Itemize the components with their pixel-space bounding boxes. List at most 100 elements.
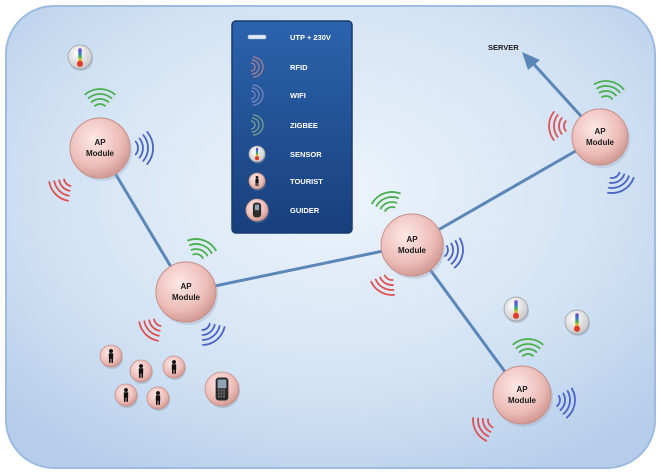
tourist-head [156, 391, 160, 396]
zigbee-signal-arc [609, 171, 621, 179]
wifi-signal-arc [84, 88, 116, 96]
tourists [99, 344, 186, 411]
rfid-signal-arc [548, 111, 555, 141]
wifi-signal-arc [512, 338, 544, 346]
zigbee-signal [444, 237, 464, 269]
zigbee-signal [201, 322, 226, 346]
rfid-signal [370, 274, 395, 296]
wifi-signal-arc [598, 90, 617, 97]
zigbee-signal [556, 387, 576, 419]
zigbee-signal-arc [146, 131, 154, 165]
tourist-person-icon [146, 386, 170, 411]
legend-item: WIFI [250, 84, 306, 106]
tourist-leg [156, 400, 158, 405]
rfid-signal-arc [379, 276, 394, 286]
tourist-leg [126, 397, 128, 402]
zigbee-signal-arc [450, 240, 459, 265]
tourist-body [171, 364, 177, 370]
tourist-head [124, 388, 128, 393]
rfid-signal-arc [558, 117, 563, 135]
guider-phone-icon [204, 371, 240, 408]
phone-screen [217, 379, 227, 389]
zigbee-signal-arc [447, 242, 454, 261]
wifi-signal-arc [518, 348, 538, 353]
legend-item: SENSOR [248, 145, 322, 164]
sensors [67, 44, 590, 336]
utp-cable-icon [247, 34, 267, 40]
sensor-thermometer-icon [503, 296, 529, 323]
tourist-leg [257, 182, 259, 186]
rfid-signal-arc [472, 417, 488, 442]
thermometer-bulb [254, 156, 260, 161]
wifi-signal [84, 88, 116, 107]
wifi-signal-arc [515, 343, 541, 350]
legend-signal-arc [251, 87, 260, 103]
ap-label-line2: Module [508, 396, 537, 405]
zigbee-signal-arc [201, 323, 216, 336]
signal-arcs [48, 80, 635, 442]
rfid-signal-arc [148, 319, 161, 332]
legend-label: GUIDER [290, 206, 320, 215]
tourist-leg [158, 400, 160, 405]
tourist-head [109, 349, 113, 354]
tourist-leg [109, 358, 111, 363]
wifi-signal-arc [187, 238, 217, 252]
wifi-signal-icon [250, 84, 264, 106]
legend-item: TOURIST [248, 172, 323, 191]
thermometer-stem [575, 313, 579, 329]
wifi-signal-arc [375, 196, 400, 207]
wifi-signal-arc [596, 85, 621, 94]
legend-item: UTP + 230V [247, 33, 331, 42]
zigbee-signal-arc [453, 237, 464, 269]
rfid-signal-arc [63, 178, 72, 187]
wifi-signal-arc [94, 103, 106, 107]
wifi-signal-arc [190, 248, 209, 257]
wifi-signal-arc [371, 191, 401, 205]
tourist-person-icon [129, 359, 153, 384]
rfid-signal-arc [482, 418, 492, 433]
tourist-leg [141, 373, 143, 378]
zigbee-signal-arc [608, 173, 626, 184]
rfid-signal-arc [53, 180, 70, 197]
wifi-signal-arc [188, 243, 213, 254]
node-circle [380, 213, 444, 277]
rfid-signal [548, 111, 567, 141]
ap-label-line2: Module [86, 149, 115, 158]
phone-screen [254, 204, 260, 211]
phone-key [220, 389, 223, 392]
ap-label-line1: AP [94, 138, 106, 147]
phone-key [220, 395, 223, 398]
zigbee-signal [607, 171, 635, 194]
legend-label: WIFI [290, 91, 306, 100]
zigbee-signal-arc [562, 390, 571, 415]
legend-signal-arc [251, 117, 260, 133]
phone-key [218, 389, 220, 392]
rfid-signal-arc [374, 278, 395, 291]
tourist-person-icon [99, 344, 123, 369]
guider-phone-icon [245, 198, 269, 223]
legend-signal-arc [250, 90, 256, 100]
rfid-signal-arc [563, 120, 567, 132]
sensor-thermometer-icon [67, 44, 93, 71]
node-circle [571, 108, 629, 166]
wifi-signal [371, 191, 401, 212]
legend-label: ZIGBEE [290, 121, 318, 130]
legend-item: RFID [250, 56, 308, 78]
wifi-signal-arc [192, 253, 204, 259]
wifi-signal [187, 238, 217, 259]
tourist-person-icon [248, 172, 266, 191]
legend-item: ZIGBEE [250, 114, 318, 136]
thermometer-stem [514, 300, 518, 316]
legend-signal-arc [252, 84, 264, 106]
tourist-leg [174, 369, 176, 374]
rfid-signal-arc [370, 280, 395, 296]
phone-key [220, 392, 223, 395]
wifi-signal-arc [601, 95, 613, 100]
rfid-signal-arc [58, 179, 71, 192]
